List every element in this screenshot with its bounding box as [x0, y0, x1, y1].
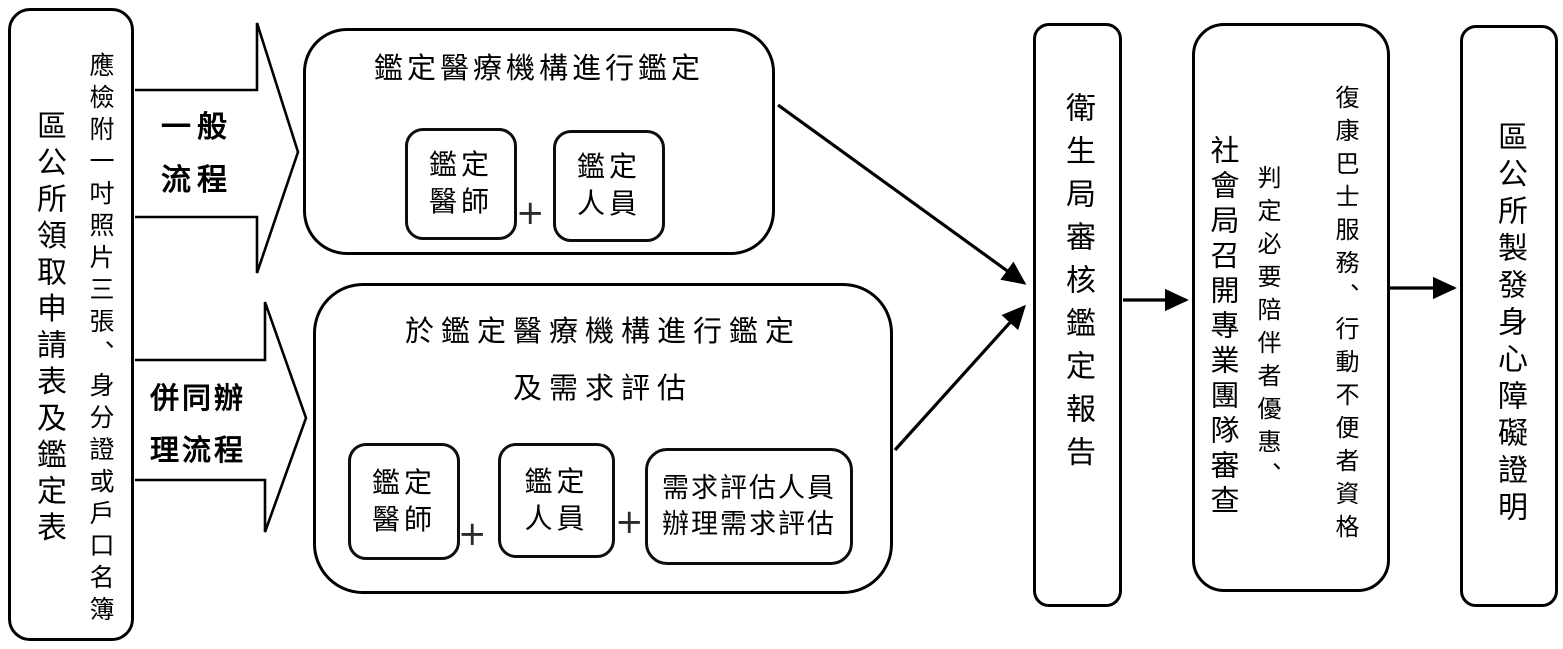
- plus-icon: +: [516, 193, 545, 233]
- connector-general-to-health: [777, 103, 1027, 285]
- general-assessment-title: 鑑定醫療機構進行鑑定: [373, 51, 704, 85]
- physician-label-line1: 鑑定: [371, 465, 436, 499]
- connector-combined-to-health: [893, 304, 1026, 452]
- personnel-label-line2: 人員: [524, 501, 589, 535]
- general-process-arrow: [135, 22, 300, 274]
- combined-assessment-title-line1: 於鑑定醫療機構進行鑑定: [404, 314, 801, 348]
- physician-label-line2: 醫師: [428, 185, 493, 218]
- needs-assessor-label-line1: 需求評估人員: [662, 472, 836, 504]
- social-bureau-title: 社會局召開專業團隊審查: [1206, 135, 1240, 520]
- health-bureau-box: [1033, 23, 1122, 607]
- combined-process-arrow: [135, 301, 308, 533]
- needs-assessor-label-line2: 辦理需求評估: [662, 508, 836, 540]
- social-bureau-box: [1192, 23, 1390, 592]
- general-flow-label: 一般 流程: [135, 101, 259, 207]
- personnel-box-combined: 鑑定 人員: [498, 443, 615, 558]
- general-assessment-box: [303, 28, 775, 255]
- physician-box-general: 鑑定 醫師: [405, 128, 517, 240]
- combined-flow-label-line2: 理流程: [149, 433, 246, 467]
- personnel-label-line1: 鑑定: [576, 150, 641, 184]
- intake-box: [8, 8, 134, 641]
- plus-icon: +: [615, 502, 644, 542]
- social-bureau-note-col1: 復康巴士服務、行動不便者資格: [1331, 85, 1359, 547]
- physician-box-combined: 鑑定 醫師: [348, 443, 460, 560]
- plus-icon: +: [458, 514, 487, 554]
- general-flow-label-line1: 一般: [161, 110, 233, 145]
- combined-assessment-title-line2: 及需求評估: [512, 371, 693, 405]
- combined-flow-label: 併同辦 理流程: [131, 372, 265, 476]
- intake-note-text: 應檢附一吋照片三張、身分證或戶口名簿: [86, 52, 115, 628]
- certificate-box: [1460, 25, 1558, 607]
- combined-flow-label-line1: 併同辦: [149, 381, 246, 415]
- social-bureau-note-col2: 判定必要陪伴者優惠、: [1253, 165, 1281, 495]
- intake-title-text: 區公所領取申請表及鑑定表: [31, 110, 66, 548]
- physician-label-line1: 鑑定: [428, 148, 493, 182]
- personnel-label-line1: 鑑定: [524, 464, 589, 498]
- health-bureau-title: 衛生局審核鑑定報告: [1060, 92, 1095, 479]
- personnel-label-line2: 人員: [576, 187, 641, 220]
- general-flow-label-line2: 流程: [161, 163, 233, 198]
- personnel-box-general: 鑑定 人員: [553, 130, 665, 242]
- physician-label-line2: 醫師: [371, 502, 436, 536]
- needs-assessor-box: 需求評估人員 辦理需求評估: [645, 448, 853, 565]
- certificate-title: 區公所製發身心障礙證明: [1492, 121, 1527, 528]
